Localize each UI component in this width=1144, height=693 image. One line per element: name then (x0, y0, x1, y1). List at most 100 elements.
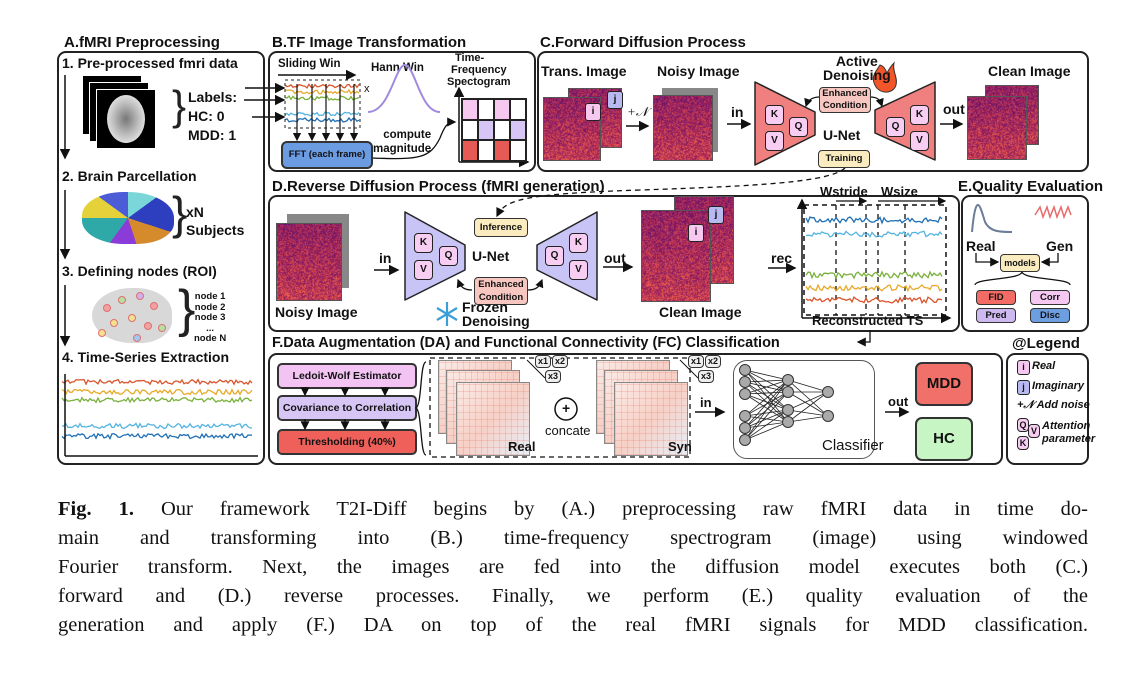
wstride-label: Wstride (820, 184, 868, 199)
multiply-symbol: x (364, 83, 370, 95)
hc-output: HC (915, 417, 973, 461)
ledoit-wolf-box: Ledoit-Wolf Estimator (277, 363, 417, 389)
legend-real-badge: i (1017, 360, 1030, 375)
key-token: K (414, 233, 433, 253)
enhanced-line: Enhanced (822, 88, 868, 99)
caption-line: Fig. 1. Our framework T2I-Diff begins by… (58, 498, 1088, 521)
panel-d-title: D.Reverse Diffusion Process (fMRI genera… (272, 178, 605, 195)
trans-image-label: Trans. Image (541, 63, 627, 79)
legend-attention-label: Attention parameter (1042, 420, 1095, 446)
spectrogram-cell (462, 140, 478, 161)
multiplier-x1: x1 (535, 355, 551, 368)
reconstructed-ts-plot (805, 216, 943, 305)
enhanced-line: Enhanced (478, 279, 524, 290)
caption-line: generation and apply (F.) DA on top of t… (58, 614, 1088, 636)
multiplier-x2: x2 (705, 355, 721, 368)
legend-imaginary-badge: j (1017, 380, 1030, 395)
panel-f-title: F.Data Augmentation (DA) and Functional … (272, 335, 780, 351)
time-series-line (61, 378, 253, 386)
roi-node-markers (98, 292, 166, 342)
time-series-plot (61, 374, 258, 457)
classifier-out-label: out (888, 394, 909, 409)
metric-disc: Disc (1030, 308, 1070, 323)
nn-edge (787, 379, 829, 417)
nn-node (739, 422, 751, 434)
noisy-image-label: Noisy Image (657, 63, 740, 79)
spectrogram-cell (510, 140, 526, 161)
neural-network-diagram (739, 364, 834, 446)
spectrogram-cell (510, 99, 526, 120)
roi-node-dot (103, 304, 111, 312)
attention-line: parameter (1042, 433, 1096, 445)
nn-edge (787, 391, 829, 411)
panel-a-title: A.fMRI Preprocessing (64, 34, 220, 51)
classifier-label: Classifier (822, 437, 884, 454)
labels-bracket: } (172, 82, 187, 129)
nn-edge (744, 379, 789, 395)
roi-node-dot (133, 334, 141, 342)
time-series-line (61, 396, 253, 404)
plus-symbol: + (562, 400, 571, 416)
nn-node (782, 374, 794, 386)
tf-label-line: Frequency (451, 64, 507, 76)
imaginary-badge: j (607, 91, 623, 109)
nn-edge (787, 415, 829, 423)
time-series-line (805, 216, 943, 225)
fc-matrix (456, 382, 530, 456)
add-noise-label: +𝒩 (627, 104, 649, 119)
panel-b-box (268, 51, 536, 172)
query-token: Q (789, 117, 808, 137)
panel-f-box (268, 353, 1003, 465)
time-series-line (805, 283, 943, 293)
node-item: ... (206, 322, 215, 334)
nn-node (739, 376, 751, 388)
time-series-line (61, 432, 253, 440)
nn-node (782, 386, 794, 398)
spectrogram-cell (478, 140, 494, 161)
frozen-line: Denoising (462, 313, 530, 329)
reconstructed-ts-label: Reconstructed TS (812, 313, 924, 328)
legend-value-token: V (1028, 424, 1040, 438)
time-series-line (805, 230, 943, 239)
step2-label: 2. Brain Parcellation (62, 168, 197, 184)
active-line: Denoising (823, 67, 891, 83)
active-denoising-label: Active Denoising (823, 54, 891, 82)
value-token: V (765, 131, 784, 151)
hann-window-curve (367, 63, 441, 113)
fft-box: FFT (each frame) (281, 141, 373, 169)
imaginary-badge: j (708, 206, 724, 224)
metric-corr: Corr (1030, 290, 1070, 305)
reverse-noisy-image (276, 223, 342, 301)
reverse-in-label: in (379, 250, 392, 266)
nn-node (739, 388, 751, 400)
classifier-box (733, 360, 875, 459)
nn-edge (744, 381, 789, 411)
subjects-count: xN Subjects (186, 203, 244, 239)
active-line: Active (835, 53, 878, 69)
nn-edge (744, 379, 789, 441)
spectrogram-cell (494, 140, 510, 161)
spectrogram-cell (462, 119, 478, 141)
spectrogram-cell (478, 119, 494, 141)
attention-line: Attention (1042, 420, 1091, 432)
time-series-line (805, 270, 943, 280)
multiplier-x3: x3 (545, 370, 561, 383)
tf-label-line: Spectogram (447, 76, 511, 88)
nn-node (782, 416, 794, 428)
generated-signal-curve (1034, 204, 1072, 220)
labels-list: Labels: HC: 0 MDD: 1 (188, 88, 237, 145)
mdd-output: MDD (915, 362, 973, 406)
classifier-in-label: in (700, 395, 712, 410)
time-series-axes (64, 374, 258, 457)
roi-node-dot (144, 322, 152, 330)
roi-node-dot (158, 324, 166, 332)
reverse-enhanced-condition-box: Enhanced Condition (474, 277, 528, 305)
key-token: K (569, 233, 588, 253)
multiplier-x3: x3 (698, 370, 714, 383)
nn-edge (787, 379, 829, 393)
frozen-line: Frozen (462, 299, 508, 315)
roi-node-dot (128, 314, 136, 322)
nn-edge (744, 393, 789, 411)
